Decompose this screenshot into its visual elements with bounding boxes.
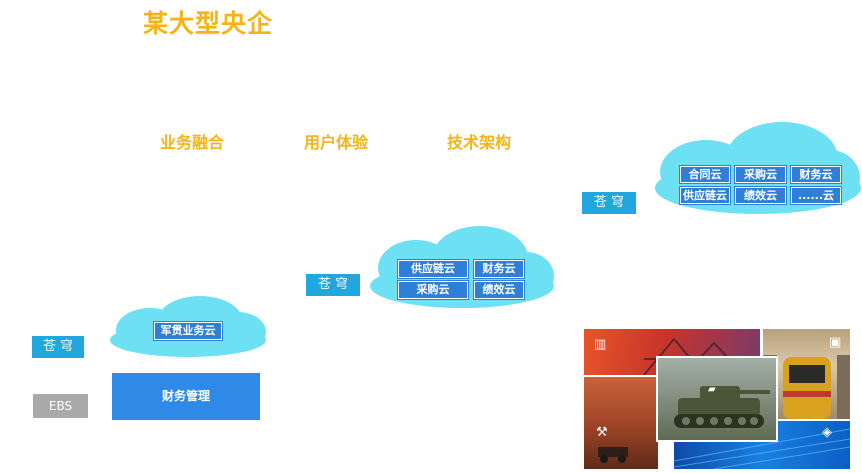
- chip-more-cloud[interactable]: ......云: [791, 187, 841, 204]
- cloud-stage1: 军贯业务云: [108, 296, 268, 358]
- tab-business-fusion[interactable]: 业务融合: [160, 133, 225, 152]
- chip-procurement-cloud-3[interactable]: 采购云: [735, 166, 786, 183]
- chip-finance-cloud[interactable]: 财务云: [474, 260, 524, 278]
- device-icon: ◈: [822, 425, 832, 440]
- industry-collage: ▥ ▣ ⚒: [584, 329, 850, 469]
- chip-performance-cloud-3[interactable]: 绩效云: [735, 187, 786, 204]
- tab-user-experience[interactable]: 用户体验: [304, 133, 369, 152]
- vehicle-illustration: [598, 447, 628, 463]
- tile-defense: ▰: [656, 356, 778, 442]
- chip-procurement-cloud[interactable]: 采购云: [398, 281, 468, 299]
- chip-supply-chain-cloud-3[interactable]: 供应链云: [680, 187, 730, 204]
- ebs-legacy-block: EBS: [33, 394, 88, 418]
- cangqiong-badge-stage1: 苍穹: [32, 336, 84, 358]
- tank-icon: ▰: [708, 384, 716, 395]
- tab-tech-architecture[interactable]: 技术架构: [447, 133, 512, 152]
- tech-lines: [674, 428, 850, 469]
- tank-illustration: [674, 386, 770, 428]
- chip-contract-cloud[interactable]: 合同云: [680, 166, 730, 183]
- building-icon: ▥: [594, 337, 607, 352]
- page-title: 某大型央企: [143, 9, 274, 38]
- cloud-stage2: 供应链云 财务云 采购云 绩效云: [368, 224, 556, 310]
- chip-performance-cloud[interactable]: 绩效云: [474, 281, 524, 299]
- chip-military-cloud[interactable]: 军贯业务云: [154, 322, 222, 340]
- cangqiong-badge-stage2: 苍穹: [306, 274, 360, 296]
- chip-finance-cloud-3[interactable]: 财务云: [791, 166, 841, 183]
- chip-supply-chain-cloud[interactable]: 供应链云: [398, 260, 468, 278]
- drill-icon: ⚒: [596, 425, 608, 440]
- cloud-stage3: 合同云 采购云 财务云 供应链云 绩效云 ......云: [654, 120, 862, 216]
- cangqiong-badge-stage3: 苍穹: [582, 192, 636, 214]
- train-icon: ▣: [829, 335, 842, 350]
- tile-oilfield: ⚒: [584, 377, 658, 469]
- finance-management-block[interactable]: 财务管理: [112, 373, 260, 420]
